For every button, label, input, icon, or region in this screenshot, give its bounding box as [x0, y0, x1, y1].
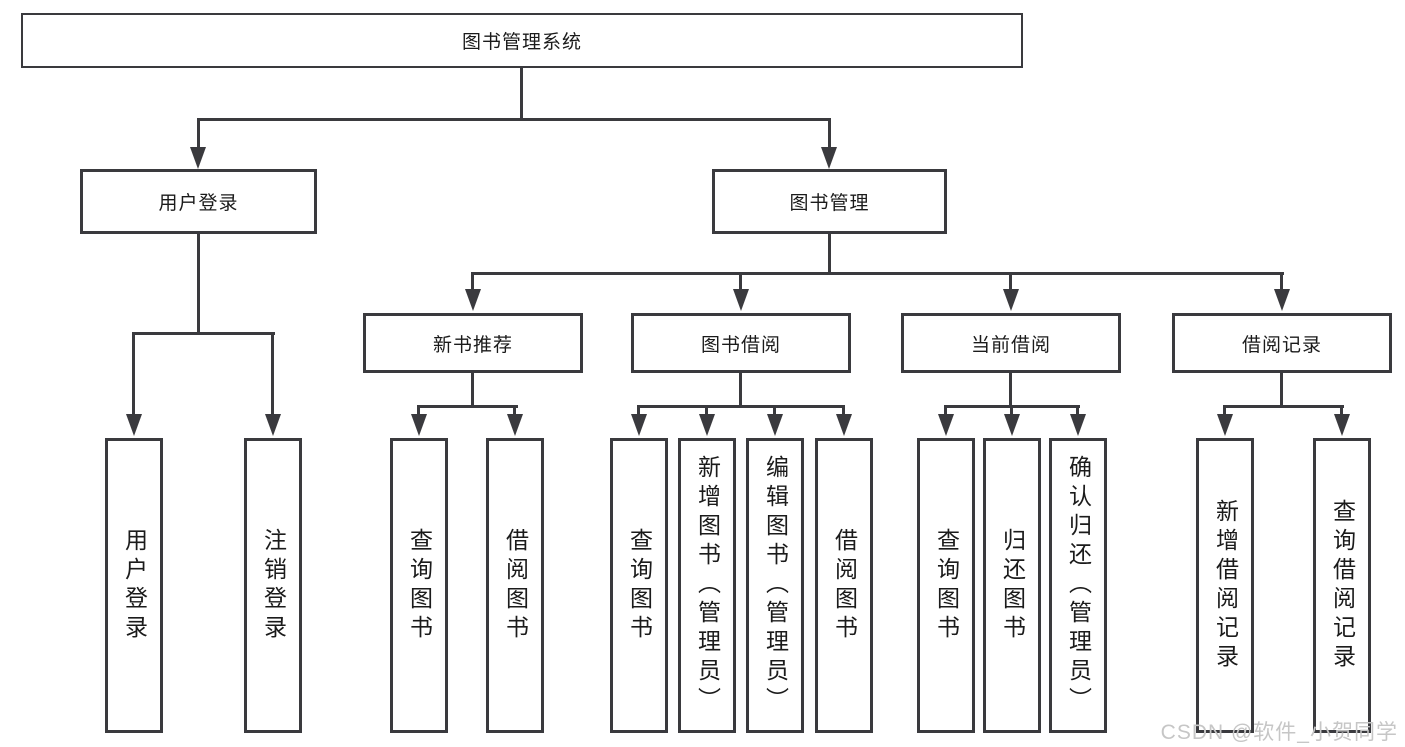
arrowhead-icon: [465, 289, 481, 311]
leaf-user-login: 用户登录: [105, 438, 163, 733]
leaf-confirm-return-admin: 确认归还（管理员）: [1049, 438, 1107, 733]
arrowhead-icon: [411, 414, 427, 436]
node-new-book-recommend: 新书推荐: [363, 313, 583, 373]
leaf-query-books-3: 查询图书: [917, 438, 975, 733]
connector-line: [1010, 405, 1013, 416]
node-root: 图书管理系统: [21, 13, 1023, 68]
connector-line: [944, 405, 947, 416]
connector-line: [637, 405, 845, 408]
arrowhead-icon: [699, 414, 715, 436]
connector-line: [132, 332, 275, 335]
arrowhead-icon: [1217, 414, 1233, 436]
arrowhead-icon: [938, 414, 954, 436]
connector-line: [1076, 405, 1079, 416]
arrowhead-icon: [1004, 414, 1020, 436]
connector-line: [417, 405, 420, 416]
leaf-logout: 注销登录: [244, 438, 302, 733]
connector-line: [773, 405, 776, 416]
arrowhead-icon: [821, 147, 837, 169]
arrowhead-icon: [265, 414, 281, 436]
leaf-borrow-books-1: 借阅图书: [486, 438, 544, 733]
connector-line: [271, 332, 274, 416]
connector-line: [637, 405, 640, 416]
leaf-borrow-books-2: 借阅图书: [815, 438, 873, 733]
connector-line: [132, 332, 135, 416]
connector-line: [197, 118, 831, 121]
arrowhead-icon: [631, 414, 647, 436]
arrowhead-icon: [1334, 414, 1350, 436]
connector-line: [417, 405, 518, 408]
arrowhead-icon: [1070, 414, 1086, 436]
node-current-borrow: 当前借阅: [901, 313, 1121, 373]
connector-line: [705, 405, 708, 416]
connector-line: [520, 68, 523, 121]
node-book-management: 图书管理: [712, 169, 947, 234]
connector-line: [1009, 373, 1012, 408]
arrowhead-icon: [1003, 289, 1019, 311]
connector-line: [739, 373, 742, 408]
arrowhead-icon: [126, 414, 142, 436]
connector-line: [1340, 405, 1343, 416]
connector-line: [513, 405, 516, 416]
connector-line: [471, 373, 474, 408]
leaf-query-books-1: 查询图书: [390, 438, 448, 733]
connector-line: [197, 118, 200, 150]
connector-line: [471, 272, 474, 292]
connector-line: [1223, 405, 1226, 416]
arrowhead-icon: [507, 414, 523, 436]
node-user-login: 用户登录: [80, 169, 317, 234]
connector-line: [471, 272, 1284, 275]
leaf-return-books: 归还图书: [983, 438, 1041, 733]
connector-line: [197, 234, 200, 335]
leaf-query-books-2: 查询图书: [610, 438, 668, 733]
arrowhead-icon: [767, 414, 783, 436]
leaf-edit-books-admin: 编辑图书（管理员）: [746, 438, 804, 733]
leaf-add-borrow-record: 新增借阅记录: [1196, 438, 1254, 733]
connector-line: [828, 118, 831, 150]
connector-line: [1280, 272, 1283, 292]
connector-line: [828, 234, 831, 275]
arrowhead-icon: [1274, 289, 1290, 311]
connector-line: [1223, 405, 1344, 408]
leaf-query-borrow-record: 查询借阅记录: [1313, 438, 1371, 733]
arrowhead-icon: [190, 147, 206, 169]
node-borrow-records: 借阅记录: [1172, 313, 1392, 373]
connector-line: [1280, 373, 1283, 408]
csdn-watermark: CSDN @软件_小贺同学: [1160, 721, 1398, 744]
connector-line: [842, 405, 845, 416]
arrowhead-icon: [733, 289, 749, 311]
arrowhead-icon: [836, 414, 852, 436]
connector-line: [739, 272, 742, 292]
leaf-add-books-admin: 新增图书（管理员）: [678, 438, 736, 733]
connector-line: [1009, 272, 1012, 292]
node-book-borrow: 图书借阅: [631, 313, 851, 373]
